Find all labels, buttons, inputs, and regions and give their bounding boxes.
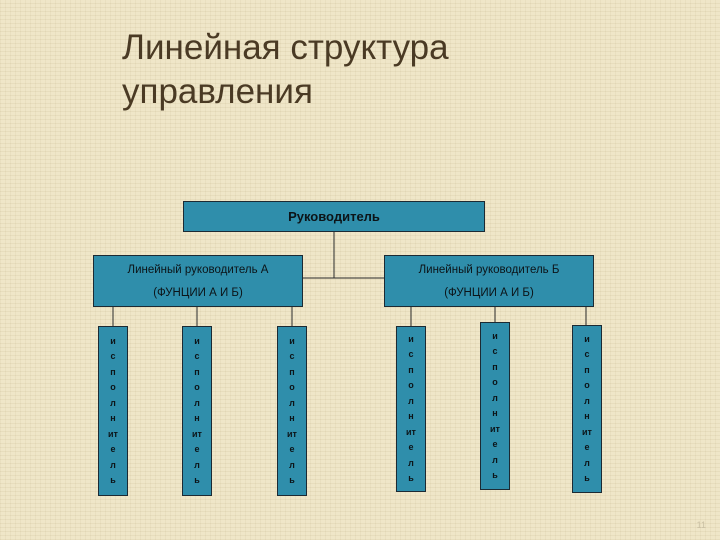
executor-letter: п: [584, 364, 590, 375]
executor-letter: н: [110, 413, 116, 423]
executor-letter: ь: [408, 473, 414, 483]
executor-letter: е: [408, 442, 414, 452]
line-manager-a-label: Линейный руководитель А: [127, 263, 269, 276]
executor-letter: ит: [406, 426, 416, 437]
line-manager-a-box: Линейный руководитель А (ФУНЦИИ А И Б): [93, 255, 303, 307]
executor-letter: ит: [582, 426, 592, 437]
executor-letter: н: [584, 411, 590, 421]
executor-letter: л: [110, 459, 116, 470]
executor-letter: е: [289, 444, 295, 454]
executor-box: и с п о л н ит е л ь: [572, 325, 602, 493]
executor-letter: п: [492, 361, 498, 372]
executor-letter: и: [289, 335, 295, 346]
executor-letter: ь: [110, 475, 116, 485]
executor-letter: е: [584, 442, 590, 452]
executor-letter: и: [194, 335, 200, 346]
executor-letter: о: [584, 380, 590, 390]
executor-letter: л: [289, 459, 295, 470]
executor-letter: о: [289, 382, 295, 392]
line-manager-b-box: Линейный руководитель Б (ФУНЦИИ А И Б): [384, 255, 594, 307]
executor-letter: ит: [192, 428, 202, 439]
line-manager-a-functions: (ФУНЦИИ А И Б): [153, 286, 243, 299]
executor-box: и с п о л н ит е л ь: [396, 326, 426, 492]
executor-letter: с: [408, 349, 414, 359]
executor-letter: ь: [194, 475, 200, 485]
slide-title-line-1: Линейная структура: [122, 28, 449, 67]
executor-box: и с п о л н ит е л ь: [480, 322, 510, 490]
executor-letter: л: [408, 395, 414, 406]
executor-letter: л: [194, 397, 200, 408]
executor-letter: о: [110, 382, 116, 392]
executor-letter: п: [110, 366, 116, 377]
executor-letter: с: [289, 351, 295, 361]
slide-title: Линейная структура управления: [122, 26, 449, 114]
executor-letter: н: [194, 413, 200, 423]
executor-letter: л: [492, 392, 498, 403]
executor-letter: ит: [108, 428, 118, 439]
slide-title-line-2: управления: [122, 72, 313, 111]
executor-letter: п: [194, 366, 200, 377]
executor-letter: и: [408, 333, 414, 344]
executor-letter: о: [194, 382, 200, 392]
executor-letter: с: [110, 351, 116, 361]
executor-letter: е: [194, 444, 200, 454]
executor-letter: л: [110, 397, 116, 408]
executor-letter: и: [492, 330, 498, 341]
executor-letter: л: [289, 397, 295, 408]
executor-letter: о: [492, 377, 498, 387]
executor-letter: л: [408, 457, 414, 468]
executor-letter: и: [584, 333, 590, 344]
executor-letter: п: [289, 366, 295, 377]
line-manager-b-label: Линейный руководитель Б: [418, 263, 560, 276]
executor-letter: ит: [287, 428, 297, 439]
executor-letter: л: [584, 395, 590, 406]
manager-box: Руководитель: [183, 201, 485, 232]
executor-letter: н: [408, 411, 414, 421]
executor-letter: ит: [490, 423, 500, 434]
executor-letter: и: [110, 335, 116, 346]
executor-letter: о: [408, 380, 414, 390]
executor-letter: л: [492, 454, 498, 465]
manager-label: Руководитель: [288, 209, 380, 224]
line-manager-b-functions: (ФУНЦИИ А И Б): [444, 286, 534, 299]
executor-letter: е: [110, 444, 116, 454]
executor-letter: ь: [584, 473, 590, 483]
executor-box: и с п о л н ит е л ь: [182, 326, 212, 496]
executor-letter: л: [584, 457, 590, 468]
executor-box: и с п о л н ит е л ь: [98, 326, 128, 496]
executor-letter: с: [492, 346, 498, 356]
executor-letter: н: [492, 408, 498, 418]
executor-letter: е: [492, 439, 498, 449]
executor-letter: с: [584, 349, 590, 359]
executor-letter: ь: [289, 475, 295, 485]
executor-letter: л: [194, 459, 200, 470]
executor-letter: ь: [492, 470, 498, 480]
executor-letter: с: [194, 351, 200, 361]
page-number: 11: [696, 520, 706, 530]
executor-box: и с п о л н ит е л ь: [277, 326, 307, 496]
executor-letter: п: [408, 364, 414, 375]
executor-letter: н: [289, 413, 295, 423]
